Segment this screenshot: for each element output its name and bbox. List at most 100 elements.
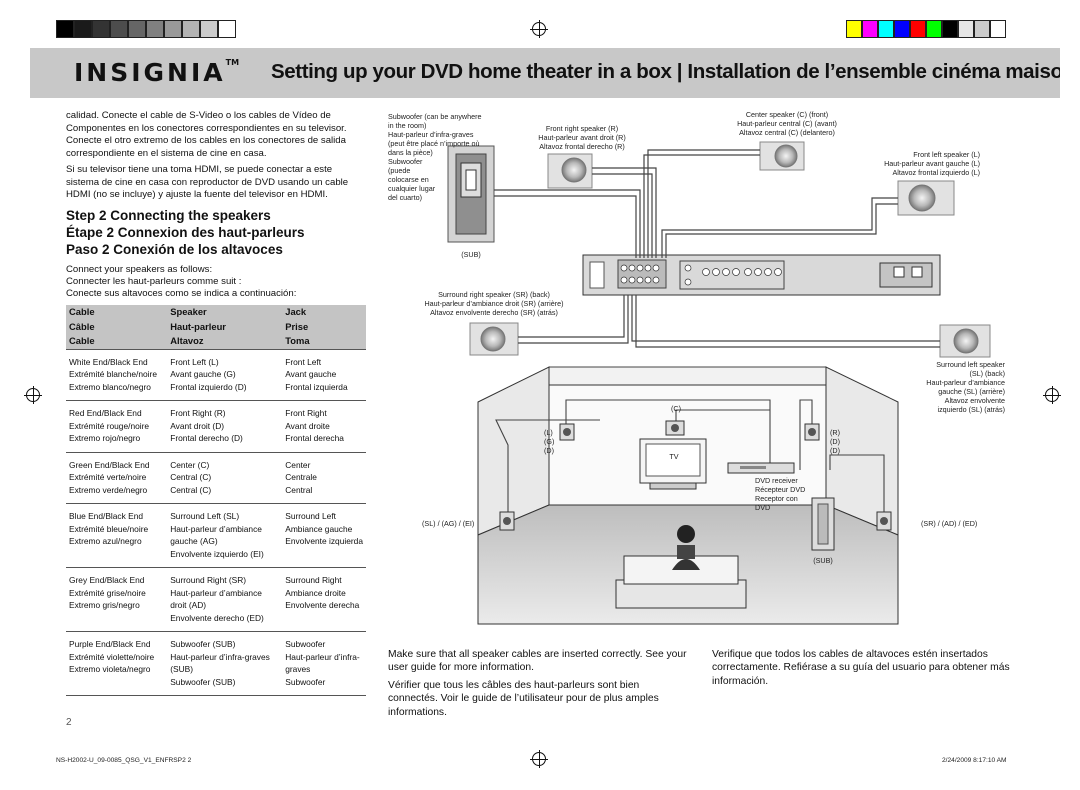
footer-file-info: NS-H2002-U_09-0085_QSG_V1_ENFRSP2 2 — [56, 757, 192, 764]
speaker-connection-table: Cable Speaker Jack Câble Haut-parleur Pr… — [66, 305, 366, 696]
insignia-logo: INSIGNIATM — [74, 58, 240, 87]
intro-paragraph-1: calidad. Conecte el cable de S-Video o l… — [66, 110, 347, 159]
surround-left-code: (SL) / (AG) / (EI) — [422, 519, 475, 528]
front-left-speaker-caption: Front left speaker (L)Haut-parleur avant… — [884, 150, 980, 177]
registration-mark-icon — [530, 750, 548, 768]
step-title-es: Paso 2 Conexión de los altavoces — [66, 242, 283, 257]
room-center-label: (C) — [671, 404, 681, 413]
step-title-fr: Étape 2 Connexion des haut-parleurs — [66, 225, 305, 240]
table-header-cell: Speaker — [167, 305, 283, 320]
gray-swatch — [110, 20, 128, 38]
gray-swatch — [128, 20, 146, 38]
sub-label: (SUB) — [461, 250, 481, 259]
table-header-row: Cable Altavoz Toma — [66, 334, 366, 349]
connect-instruction-fr: Connecter les haut-parleurs comme suit : — [66, 276, 242, 287]
gray-swatch — [164, 20, 182, 38]
color-swatch — [926, 20, 942, 38]
color-swatch — [910, 20, 926, 38]
surround-left-speaker-caption: Surround left speaker(SL) (back)Haut-par… — [926, 360, 1005, 414]
color-swatch — [990, 20, 1006, 38]
speaker-cell: Front Right (R)Avant droit (D)Frontal de… — [167, 400, 283, 452]
room-right-label: (R)(D)(D) — [830, 428, 840, 455]
table-header-row: Cable Speaker Jack — [66, 305, 366, 320]
surround-right-code: (SR) / (AD) / (ED) — [921, 519, 978, 528]
front-right-speaker-icon — [547, 153, 593, 189]
note-fr: Vérifier que tous les câbles des haut-pa… — [388, 680, 659, 718]
speaker-wires — [494, 149, 940, 348]
center-speaker-icon — [759, 141, 805, 171]
connect-instruction-es: Conecte sus altavoces como se indica a c… — [66, 288, 297, 299]
speaker-cell: Front Left (L)Avant gauche (G)Frontal iz… — [167, 348, 283, 401]
room-sub-label: (SUB) — [813, 556, 833, 565]
subwoofer-icon — [447, 145, 495, 243]
header-band: INSIGNIATM Setting up your DVD home thea… — [30, 48, 1060, 98]
connect-instruction-en: Connect your speakers as follows: — [66, 264, 213, 275]
color-swatch — [878, 20, 894, 38]
speaker-cell: Center (C)Central (C)Central (C) — [167, 451, 283, 504]
note-es: Verifique que todos los cables de altavo… — [712, 649, 1010, 687]
gray-swatch — [182, 20, 200, 38]
surround-right-speaker-icon — [469, 322, 519, 356]
table-header-cell: Altavoz — [167, 334, 283, 349]
color-swatch — [846, 20, 862, 38]
speaker-cell: Surround Left (SL)Haut-parleur d’ambianc… — [167, 503, 283, 568]
receiver-back-panel-icon — [582, 254, 941, 296]
gray-swatch — [200, 20, 218, 38]
note-en: Make sure that all speaker cables are in… — [388, 649, 687, 674]
table-header-cell: Câble — [66, 319, 168, 334]
room-left-label: (L)(G)(D) — [544, 428, 555, 455]
intro-paragraph-2: Si su televisor tiene una toma HDMI, se … — [66, 164, 349, 201]
registration-mark-icon — [1043, 386, 1061, 404]
page-title: Setting up your DVD home theater in a bo… — [271, 60, 1060, 83]
table-header-cell: Cable — [66, 334, 168, 349]
surround-right-speaker-caption: Surround right speaker (SR) (back)Haut-p… — [424, 290, 564, 317]
color-swatch — [974, 20, 990, 38]
front-right-speaker-caption: Front right speaker (R)Haut-parleur avan… — [538, 124, 626, 151]
gray-swatch — [218, 20, 236, 38]
front-left-speaker-icon — [897, 180, 955, 216]
table-header-cell: Prise — [282, 319, 366, 334]
registration-mark-icon — [24, 386, 42, 404]
step-title-en: Step 2 Connecting the speakers — [66, 208, 271, 223]
gray-swatch — [146, 20, 164, 38]
center-speaker-caption: Center speaker (C) (front)Haut-parleur c… — [737, 110, 837, 137]
surround-left-speaker-icon — [939, 324, 991, 358]
table-header-cell: Haut-parleur — [167, 319, 283, 334]
gray-swatch — [56, 20, 74, 38]
table-header-row: Câble Haut-parleur Prise — [66, 319, 366, 334]
color-swatch — [862, 20, 878, 38]
registration-mark-icon — [530, 20, 548, 38]
room-illustration — [477, 366, 899, 625]
color-swatch — [942, 20, 958, 38]
speaker-cell: Surround Right (SR)Haut-parleur d’ambian… — [167, 567, 283, 632]
table-header-cell: Toma — [282, 334, 366, 349]
table-header-cell: Jack — [282, 305, 366, 320]
color-swatch — [958, 20, 974, 38]
gray-swatch — [74, 20, 92, 38]
gray-swatch — [92, 20, 110, 38]
footer-timestamp: 2/24/2009 8:17:10 AM — [942, 757, 1007, 764]
table-header-cell: Cable — [66, 305, 168, 320]
page-number: 2 — [66, 717, 72, 728]
